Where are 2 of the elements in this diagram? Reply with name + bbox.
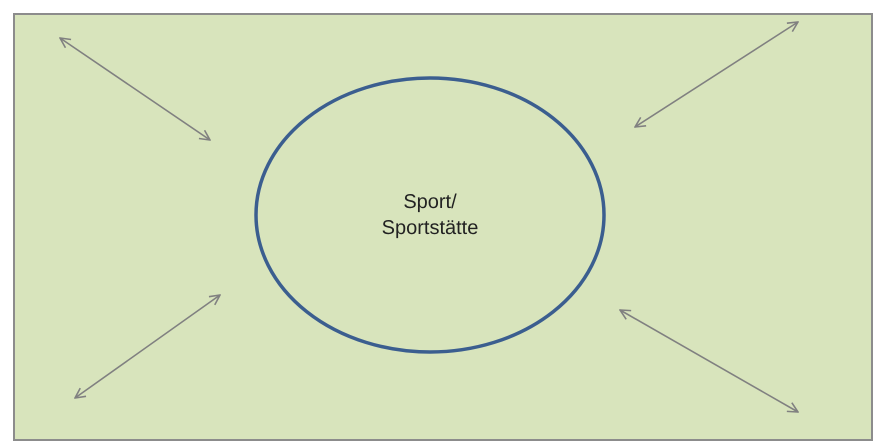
node-label: Sport/ Sportstätte (380, 190, 480, 241)
ellipse-node (254, 76, 606, 354)
